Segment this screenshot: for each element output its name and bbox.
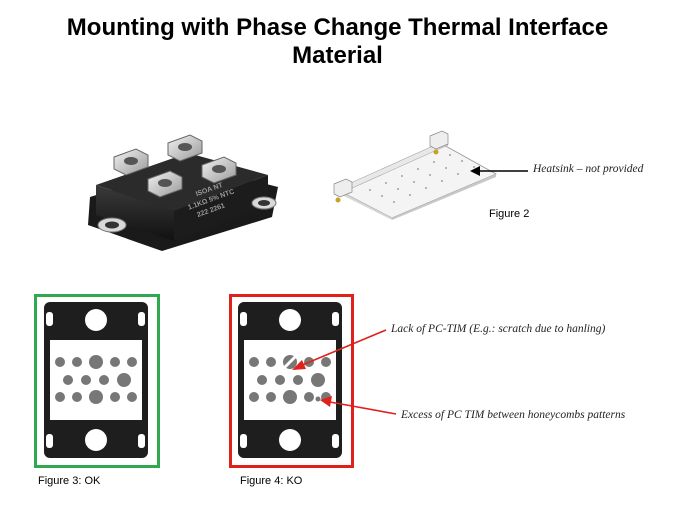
figure3-caption: Figure 3: OK	[38, 475, 101, 487]
annotation-excess-tim: Excess of PC TIM between honeycombs patt…	[401, 409, 626, 421]
annotation-lack-of-tim: Lack of PC-TIM (E.g.: scratch due to han…	[391, 323, 606, 335]
annotation-arrows	[292, 329, 397, 415]
figure4-caption: Figure 4: KO	[240, 475, 303, 487]
figure2-caption: Figure 2	[489, 208, 530, 220]
title-line-2: Material	[292, 42, 383, 69]
title-line-1: Mounting with Phase Change Thermal Inter…	[66, 14, 609, 41]
terminal-3	[201, 156, 237, 184]
terminal-1	[113, 148, 149, 176]
figure3-substrate	[44, 302, 148, 458]
terminal-4	[147, 170, 183, 198]
figure4-frame	[229, 294, 354, 468]
heatsink-annotation: Heatsink – not provided	[533, 163, 644, 175]
heatsink-arrow	[470, 166, 528, 176]
heatsink-image	[333, 130, 497, 220]
slide-title: Mounting with Phase Change Thermal Inter…	[0, 14, 675, 70]
figure4-substrate	[238, 302, 342, 458]
figure3-frame	[34, 294, 160, 468]
honeycomb-pattern-ok	[55, 355, 137, 404]
terminal-2	[167, 134, 203, 162]
resistor-module-image: ISOA NT 1.1KΩ 5% NTC 222 2261	[88, 134, 278, 251]
